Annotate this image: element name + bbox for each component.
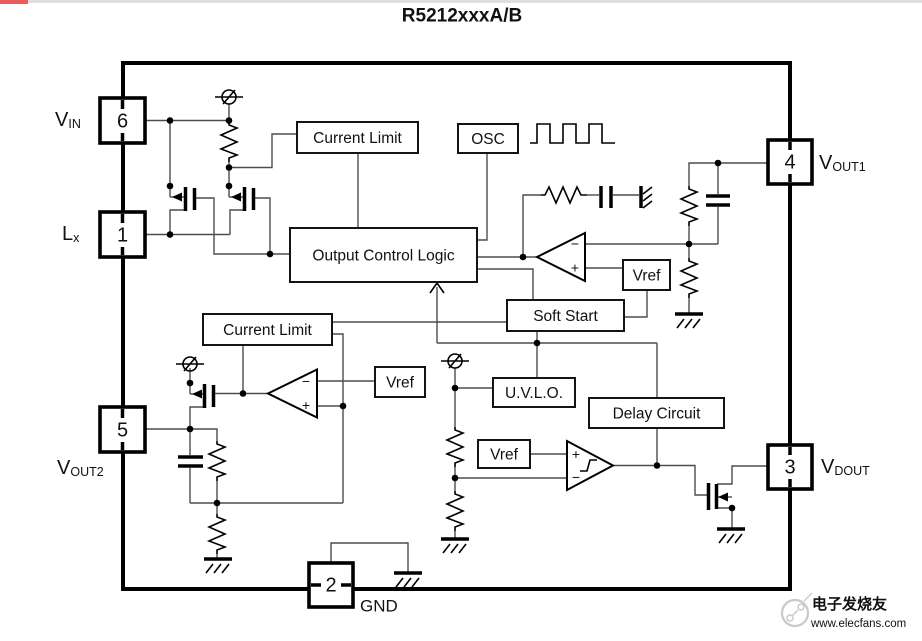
comparators: − + − + + − [265,231,616,492]
ground-symbol [675,312,703,329]
svg-text:6: 6 [117,111,128,133]
svg-text:3: 3 [784,457,795,479]
svg-text:Delay Circuit: Delay Circuit [613,406,702,423]
svg-text:Vref: Vref [633,268,662,285]
resistor [678,258,700,298]
ic-outline [121,61,792,591]
pin-label-lx: Lx [62,223,80,245]
svg-text:Current Limit: Current Limit [223,322,312,339]
supply-terminals [176,89,469,372]
junction-dots [166,117,736,512]
supply-terminal-icon [215,89,243,105]
svg-text:OSC: OSC [471,131,505,148]
plus-sign: + [302,397,310,413]
ground-symbol [717,527,745,544]
capacitor [599,186,613,208]
resistor [541,185,587,205]
svg-text:2: 2 [325,575,336,597]
pins: 6 1 5 2 4 3 [98,96,814,609]
block-osc: OSC [457,123,519,154]
pin-3: 3 [766,443,814,491]
watermark: 电子发烧友 www.elecfans.com [780,592,906,630]
svg-text:Output Control Logic: Output Control Logic [312,248,454,265]
pin-4: 4 [766,138,814,186]
watermark-text: 电子发烧友 [812,595,887,613]
clock-waveform-icon [530,123,615,144]
pin-label-vout1: VOUT1 [819,152,866,174]
error-amp-1: − + [534,231,586,283]
pmos-transistor [170,187,197,211]
svg-text:Current Limit: Current Limit [313,130,402,147]
supply-terminal-icon [176,356,204,372]
page-title: R5212xxxA/B [402,6,522,27]
minus-sign: − [302,373,310,389]
pin-label-vdout: VDOUT [821,456,870,478]
block-output-control-logic: Output Control Logic [289,227,478,283]
block-vref-left: Vref [374,366,426,398]
capacitor [178,455,203,468]
resistor [206,441,228,481]
pin-1: 1 [98,210,147,259]
plus-sign: + [571,260,579,276]
block-delay-circuit: Delay Circuit [588,397,725,429]
capacitor [706,194,730,207]
block-uvlo: U.V.L.O. [492,377,576,408]
plus-sign: + [572,446,580,462]
pin-label-vout2: VOUT2 [57,457,104,479]
block-current-limit-1: Current Limit [296,121,419,154]
resistor [678,186,700,226]
nmos-transistor [706,483,728,510]
elecfans-logo-icon [780,592,813,628]
chassis-ground-icon [639,186,653,209]
resistor [206,514,228,554]
wires [143,104,768,573]
svg-text:Soft Start: Soft Start [533,308,598,325]
hysteresis-comparator: + − [566,439,616,492]
svg-text:Vref: Vref [490,447,519,464]
ground-symbols [204,312,745,588]
block-soft-start: Soft Start [506,299,625,332]
svg-text:5: 5 [117,420,128,442]
block-current-limit-2: Current Limit [202,313,333,346]
pin-label-gnd: GND [360,597,398,616]
minus-sign: − [571,236,579,252]
ground-symbol [394,571,422,588]
resistor [218,122,240,162]
ground-symbol [441,537,469,554]
top-gray-bar [28,0,922,3]
watermark-url: www.elecfans.com [810,618,906,630]
svg-text:Vref: Vref [386,375,415,392]
error-amp-2: − + [265,367,318,420]
function-blocks: Current Limit OSC Output Control Logic S… [202,121,725,469]
supply-terminal-icon [441,353,469,369]
pmos-transistor [229,187,256,211]
pin-labels: VIN Lx VOUT2 GND VOUT1 VDOUT [55,109,870,616]
top-red-bar [0,0,28,4]
resistors [206,122,700,554]
pmos-transistor [190,384,216,408]
hysteresis-icon [580,459,597,472]
pin-5: 5 [98,405,147,454]
svg-text:4: 4 [784,152,795,174]
resistor [444,491,466,531]
resistor [444,427,466,467]
svg-text:1: 1 [117,225,128,247]
pin-label-vin: VIN [55,109,81,131]
block-vref-bottom: Vref [477,439,531,469]
capacitors [178,186,730,468]
ground-symbol [204,557,232,574]
svg-text:U.V.L.O.: U.V.L.O. [505,385,563,402]
pin-6: 6 [98,96,147,145]
mosfets [170,187,728,510]
block-vref-top: Vref [622,259,671,291]
pin-2: 2 [307,561,355,609]
minus-sign: − [572,469,580,485]
